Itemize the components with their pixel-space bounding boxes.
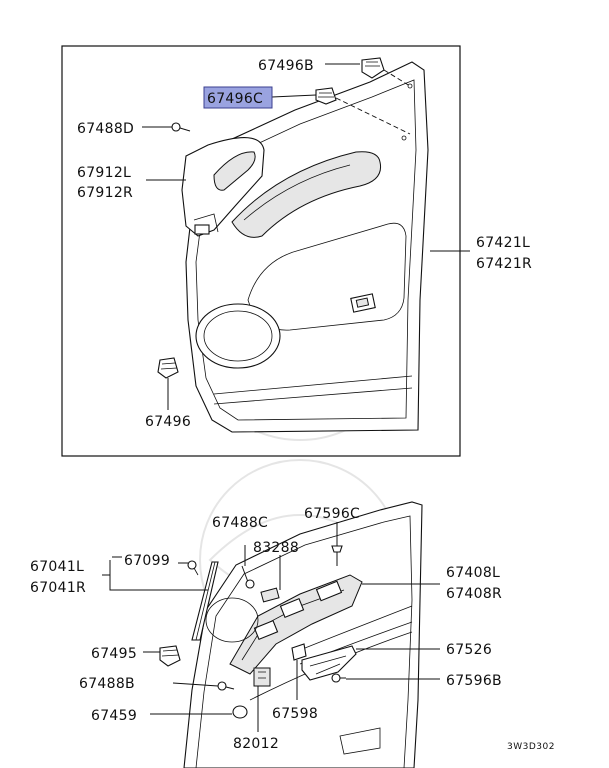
part-67459 [232, 705, 248, 719]
clip-67496B [361, 57, 385, 79]
screw-67488C [241, 565, 255, 589]
label-67496C: 67496C [207, 91, 263, 107]
label-67488D: 67488D [77, 121, 134, 137]
label-67488C: 67488C [212, 515, 268, 531]
label-67912R: 67912R [77, 185, 133, 201]
assembly-line-c [335, 97, 411, 135]
label-67596C: 67596C [304, 506, 360, 522]
screw-67488B [217, 681, 235, 691]
highlight-67496C [203, 86, 273, 109]
label-67421L: 67421L [476, 235, 530, 251]
door-trim-lower [183, 501, 423, 768]
inside-handle-bezel [181, 137, 265, 237]
label-67598: 67598 [272, 706, 318, 722]
label-67596B: 67596B [446, 673, 502, 689]
screw-67596B [331, 673, 346, 683]
label-67408L: 67408L [446, 565, 500, 581]
label-67496B: 67496B [258, 58, 314, 74]
screw-67488D [171, 122, 191, 132]
label-67421R: 67421R [476, 256, 532, 272]
assembly-line-b [383, 69, 411, 87]
part-83288 [260, 587, 280, 603]
label-67459: 67459 [91, 708, 137, 724]
label-67408R: 67408R [446, 586, 502, 602]
screw-67596C [331, 545, 343, 566]
label-67488B: 67488B [79, 676, 135, 692]
pad-67598 [291, 643, 307, 661]
label-67041R: 67041R [30, 580, 86, 596]
label-67526: 67526 [446, 642, 492, 658]
clip-67496 [157, 357, 179, 379]
label-83288: 83288 [253, 540, 299, 556]
label-67041L: 67041L [30, 559, 84, 575]
clip-67495 [159, 645, 181, 667]
door-trim-panel [185, 61, 429, 433]
label-67495: 67495 [91, 646, 137, 662]
label-67099: 67099 [124, 553, 170, 569]
label-82012: 82012 [233, 736, 279, 752]
label-67496: 67496 [145, 414, 191, 430]
connector-82012 [253, 667, 271, 687]
screw-67099 [187, 560, 199, 576]
label-67912L: 67912L [77, 165, 131, 181]
diagram-code: 3W3D302 [507, 742, 555, 752]
clip-67496C [315, 87, 337, 105]
garnish-67041 [191, 561, 219, 641]
bracket-67526 [301, 645, 357, 681]
